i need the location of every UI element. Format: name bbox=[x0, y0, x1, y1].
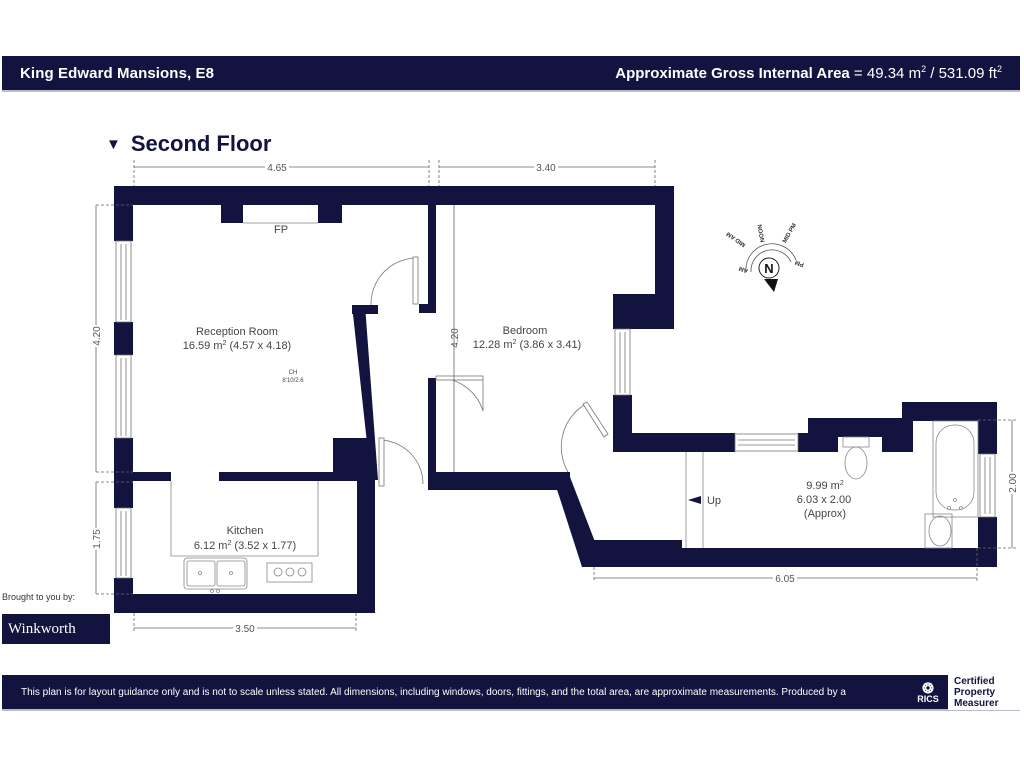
compass-mid-pm: MID PM bbox=[782, 223, 798, 245]
compass-mid-am: MID AM bbox=[726, 230, 747, 247]
property-title: King Edward Mansions, E8 bbox=[20, 64, 215, 82]
compass-noon: NOON bbox=[757, 224, 766, 243]
compass-pointer-icon bbox=[764, 279, 778, 292]
rics-logo: ❂RICS bbox=[908, 681, 948, 704]
dim-bedroom-width: 3.40 bbox=[536, 163, 556, 174]
fittings bbox=[170, 210, 979, 593]
windows bbox=[115, 240, 996, 579]
walls bbox=[114, 186, 997, 613]
dim-reception-width: 4.65 bbox=[267, 163, 287, 174]
bathroom-note: (Approx) bbox=[804, 508, 846, 520]
room-labels: Reception Room 16.59 m2 (4.57 x 4.18) Be… bbox=[183, 224, 851, 552]
kitchen-name: Kitchen bbox=[227, 525, 264, 537]
dimension-labels: 4.65 3.40 4.20 1.75 3.50 4.20 6.05 2.00 bbox=[90, 161, 1019, 635]
reception-name: Reception Room bbox=[196, 326, 278, 338]
disclaimer-text: This plan is for layout guidance only an… bbox=[21, 686, 846, 698]
area-sep: / bbox=[926, 65, 939, 82]
dim-kitchen-height: 1.75 bbox=[92, 529, 103, 549]
kitchen-area: 6.12 m2 (3.52 x 1.77) bbox=[194, 540, 296, 552]
sup: 2 bbox=[996, 64, 1002, 74]
stairs-up-label: Up bbox=[707, 495, 721, 507]
compass: N AM MID AM NOON MID PM PM bbox=[726, 223, 805, 292]
footer-bar: This plan is for layout guidance only an… bbox=[2, 674, 1020, 711]
dim-bathroom-width: 6.05 bbox=[775, 574, 795, 585]
cert-line: Measurer bbox=[954, 697, 999, 709]
sup: 2 bbox=[921, 64, 927, 74]
dim-reception-height: 4.20 bbox=[92, 326, 103, 346]
triangle-down-icon: ▼ bbox=[106, 135, 121, 153]
floor-title: ▼ Second Floor bbox=[106, 131, 271, 157]
bathroom-dims: 6.03 x 2.00 bbox=[797, 494, 851, 506]
rics-text: RICS bbox=[917, 693, 939, 704]
ceiling-height-code: CH bbox=[289, 370, 298, 376]
dim-kitchen-width: 3.50 bbox=[235, 624, 255, 635]
compass-north: N bbox=[764, 261, 773, 276]
rics-emblem-icon: ❂ bbox=[922, 679, 934, 696]
ceiling-height-value: 8'10/2.6 bbox=[282, 378, 304, 384]
fireplace-label: FP bbox=[274, 224, 288, 236]
cert-line: Property bbox=[954, 686, 996, 698]
up-arrow-icon bbox=[688, 496, 701, 504]
area-label: Approximate Gross Internal Area bbox=[615, 65, 850, 82]
reception-area: 16.59 m2 (4.57 x 4.18) bbox=[183, 340, 291, 352]
bedroom-name: Bedroom bbox=[503, 325, 548, 337]
dim-bedroom-height: 4.20 bbox=[450, 328, 461, 348]
floor-name: Second Floor bbox=[130, 131, 272, 156]
area-ft2: 531.09 ft bbox=[938, 65, 997, 82]
brought-to-you-by: Brought to you by: bbox=[2, 592, 76, 602]
compass-am: AM bbox=[738, 265, 749, 274]
agent-logo: Winkworth bbox=[2, 614, 110, 644]
certified-property-measurer: Certified Property Measurer bbox=[948, 674, 1020, 710]
gross-internal-area: Approximate Gross Internal Area = 49.34 … bbox=[615, 64, 1002, 82]
cert-line: Certified bbox=[954, 675, 995, 687]
dim-bathroom-height: 2.00 bbox=[1008, 473, 1019, 493]
compass-pm: PM bbox=[794, 259, 805, 268]
area-equals: = bbox=[849, 65, 867, 82]
doors bbox=[370, 256, 609, 487]
area-m2: 49.34 m bbox=[866, 65, 922, 82]
bedroom-area: 12.28 m2 (3.86 x 3.41) bbox=[473, 339, 581, 351]
bathroom-area: 9.99 m2 bbox=[806, 480, 844, 492]
header-bar: King Edward Mansions, E8 Approximate Gro… bbox=[2, 56, 1020, 92]
